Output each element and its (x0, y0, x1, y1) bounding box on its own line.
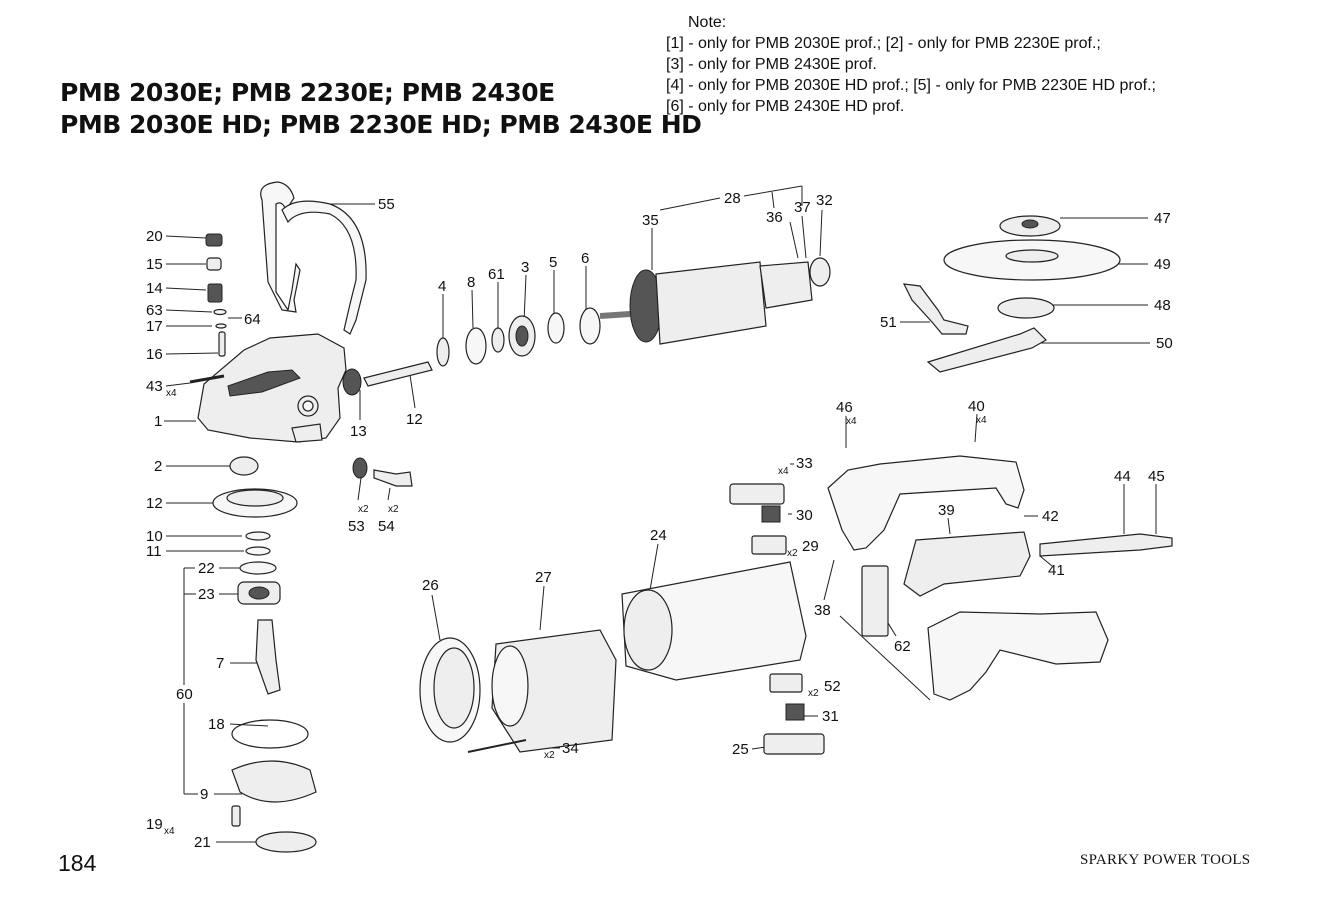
qty-34: x2 (544, 750, 555, 761)
qty-53: x2 (358, 504, 369, 515)
label-22: 22 (198, 560, 215, 577)
label-15: 15 (146, 256, 163, 273)
qty-29: x2 (787, 548, 798, 559)
qty-19: x4 (164, 826, 175, 837)
label-3: 3 (521, 259, 529, 276)
label-11: 11 (146, 543, 162, 560)
qty-52: x2 (808, 688, 819, 699)
label-2: 2 (154, 458, 162, 475)
label-40: 40 (968, 398, 985, 415)
rear-housing-38 (827, 455, 1109, 701)
label-14: 14 (146, 280, 163, 297)
stator-housing-24-26-27 (419, 561, 807, 753)
label-25: 25 (732, 741, 749, 758)
label-6: 6 (581, 250, 589, 267)
label-53: 53 (348, 518, 365, 535)
label-23: 23 (198, 586, 215, 603)
label-34: 34 (562, 740, 579, 757)
label-63: 63 (146, 302, 163, 319)
label-10: 10 (146, 528, 163, 545)
label-64: 64 (244, 311, 261, 328)
label-12-top: 12 (406, 411, 423, 428)
note-line-3: [4] - only for PMB 2030E HD prof.; [5] -… (666, 77, 1156, 94)
label-18: 18 (208, 716, 225, 733)
label-48: 48 (1154, 297, 1171, 314)
label-49: 49 (1154, 256, 1171, 273)
bearings-row (436, 307, 601, 367)
label-50: 50 (1156, 335, 1173, 352)
disc-accessories-47-51 (902, 215, 1121, 373)
label-39: 39 (938, 502, 955, 519)
page-number: 184 (58, 850, 97, 876)
note-line-2: [3] - only for PMB 2430E prof. (666, 56, 877, 73)
qty-43: x4 (166, 388, 177, 399)
label-29: 29 (802, 538, 819, 555)
bolts-53-54 (352, 457, 413, 487)
label-1: 1 (154, 413, 162, 430)
label-31: 31 (822, 708, 839, 725)
label-26: 26 (422, 577, 439, 594)
label-30: 30 (796, 507, 813, 524)
label-51: 51 (880, 314, 897, 331)
label-12: 12 (146, 495, 163, 512)
brush-holders-29-31 (729, 483, 825, 755)
label-42: 42 (1042, 508, 1059, 525)
label-38: 38 (814, 602, 831, 619)
label-13: 13 (350, 423, 367, 440)
label-60: 60 (176, 686, 193, 703)
label-52: 52 (824, 678, 841, 695)
label-8: 8 (467, 274, 475, 291)
label-44: 44 (1114, 468, 1131, 485)
label-28: 28 (724, 190, 741, 207)
label-45: 45 (1148, 468, 1165, 485)
label-47: 47 (1154, 210, 1171, 227)
label-9: 9 (200, 786, 208, 803)
label-17: 17 (146, 318, 163, 335)
label-61: 61 (488, 266, 505, 283)
qty-46: x4 (846, 416, 857, 427)
label-37: 37 (794, 199, 811, 216)
note-line-1: [1] - only for PMB 2030E prof.; [2] - on… (666, 35, 1101, 52)
note-line-4: [6] - only for PMB 2430E HD prof. (666, 98, 905, 115)
label-21: 21 (194, 834, 211, 851)
label-7: 7 (216, 655, 224, 672)
label-62: 62 (894, 638, 911, 655)
label-33: 33 (796, 455, 813, 472)
label-4: 4 (438, 278, 446, 295)
label-43: 43 (146, 378, 163, 395)
note-heading: Note: (688, 14, 727, 31)
brand-footer: SPARKY POWER TOOLS (1080, 852, 1251, 868)
label-54: 54 (378, 518, 395, 535)
label-46: 46 (836, 399, 853, 416)
gear-head-housing-1 (197, 333, 347, 443)
switch-assembly-39-41 (861, 531, 1173, 637)
armature-35 (599, 257, 831, 345)
label-19: 19 (146, 816, 163, 833)
spindle-parts-12-13 (212, 361, 433, 853)
label-35: 35 (642, 212, 659, 229)
label-55: 55 (378, 196, 395, 213)
label-5: 5 (549, 254, 557, 271)
qty-33: x4 (778, 466, 789, 477)
label-36: 36 (766, 209, 783, 226)
leader-lines (164, 185, 1157, 843)
part-labels: 20 15 14 63 17 64 16 43 x4 1 55 13 12 2 … (146, 190, 1173, 851)
title-models: PMB 2030E; PMB 2230E; PMB 2430E (60, 78, 555, 107)
label-32: 32 (816, 192, 833, 209)
label-41: 41 (1048, 562, 1065, 579)
qty-54: x2 (388, 504, 399, 515)
label-27: 27 (535, 569, 552, 586)
label-24: 24 (650, 527, 667, 544)
label-20: 20 (146, 228, 163, 245)
small-parts-column (189, 233, 227, 384)
qty-40: x4 (976, 415, 987, 426)
title-models-hd: PMB 2030E HD; PMB 2230E HD; PMB 2430E HD (60, 110, 702, 139)
label-16: 16 (146, 346, 163, 363)
handle-55 (260, 181, 367, 335)
